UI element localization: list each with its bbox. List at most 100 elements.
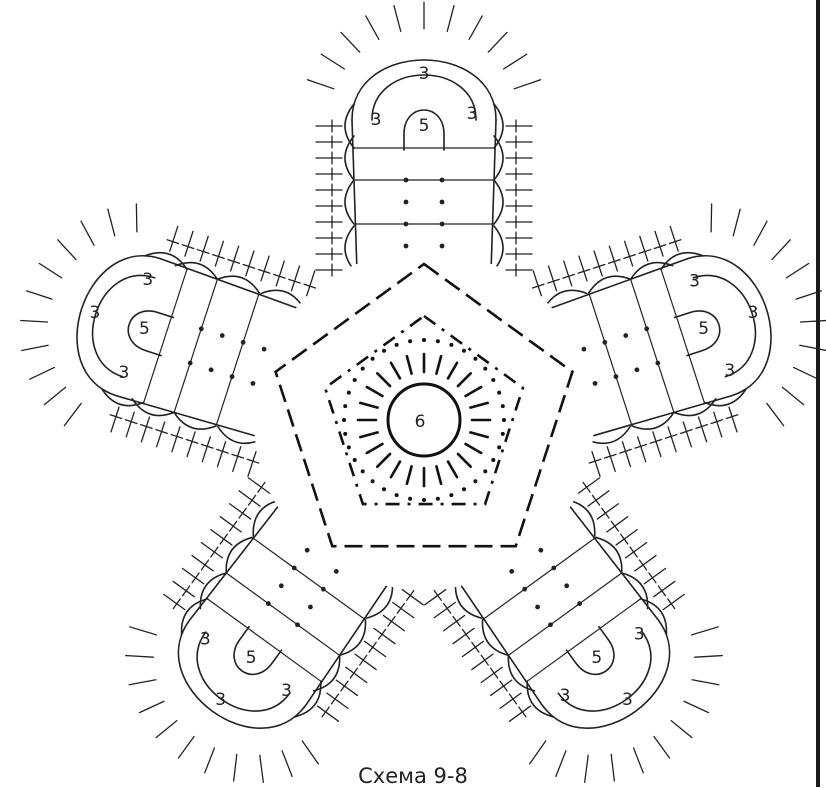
stitch-tick: [233, 447, 241, 472]
chain-dot: [198, 326, 204, 332]
chain-dot: [440, 178, 445, 183]
stitch-tick: [564, 261, 572, 286]
stitch-tick: [699, 417, 707, 442]
stitch-tick: [239, 508, 246, 518]
ring-dot: [502, 418, 506, 422]
loop-count-label: 3: [419, 64, 430, 84]
ring-dot: [462, 349, 466, 353]
chain-dot: [644, 326, 650, 332]
ring-dot: [353, 458, 357, 462]
stitch-tick: [668, 599, 675, 609]
chain-dot: [250, 380, 256, 386]
scallop-right: [494, 180, 503, 224]
stitch-tick: [703, 204, 720, 232]
chain-dot: [404, 244, 409, 249]
ring-dot: [436, 497, 440, 501]
stitch-tick: [504, 54, 527, 69]
scallop-left: [628, 257, 673, 279]
chain-dot: [404, 178, 409, 183]
chain-dot: [440, 200, 445, 205]
stitch-tick: [524, 741, 551, 764]
stitch-tick: [592, 495, 599, 505]
stitch-tick: [128, 204, 145, 232]
ring-dot: [361, 367, 365, 371]
stitch-tick: [434, 591, 441, 601]
diagram-caption: Схема 9-8: [0, 764, 826, 788]
stitch-tick: [101, 209, 122, 236]
center-core-layer: 6: [254, 250, 594, 590]
stitch-tick: [714, 412, 722, 437]
stitch-tick: [187, 432, 195, 457]
ring-dot: [436, 339, 440, 343]
ring-dot: [501, 432, 505, 436]
stitch-tick: [111, 407, 119, 432]
chain-dot: [404, 222, 409, 227]
stitch-tick: [331, 694, 338, 704]
stitch-tick: [654, 736, 670, 758]
chain-dot: [634, 367, 640, 373]
stitch-tick: [794, 361, 819, 385]
ring-dot: [371, 357, 375, 361]
ring-dot: [408, 339, 412, 343]
stitch-tick: [156, 717, 177, 742]
stitch-tick: [583, 482, 590, 492]
scallop-left: [99, 389, 144, 411]
ring-dot: [422, 338, 426, 342]
stitch-tick: [258, 482, 265, 492]
stitch-tick: [782, 383, 803, 410]
ring-dot: [353, 378, 357, 382]
chain-dot: [592, 380, 598, 386]
chain-dot: [333, 568, 340, 575]
chain-dot: [278, 582, 285, 589]
ring-dot: [343, 432, 347, 436]
stitch-tick: [248, 495, 255, 505]
stitch-tick: [44, 383, 65, 410]
ring-dot: [449, 343, 453, 347]
stitch-tick: [157, 422, 165, 447]
stitch-tick: [341, 32, 360, 52]
loop-count-label: 3: [215, 690, 226, 710]
ring-dot: [342, 418, 346, 422]
stitch-tick: [261, 256, 269, 281]
stitch-tick: [621, 534, 628, 544]
ring-dot: [501, 404, 505, 408]
stitch-tick: [609, 246, 617, 271]
tip-count-label: 5: [698, 319, 709, 339]
stitch-tick: [220, 534, 227, 544]
ring-dot: [395, 343, 399, 347]
stitch-tick: [668, 427, 676, 452]
stitch-tick: [64, 401, 81, 429]
stitch-tick: [350, 668, 357, 678]
stitch-tick: [321, 54, 344, 69]
stitch-tick: [126, 644, 154, 670]
stitch-tick: [200, 236, 208, 261]
row-line: [207, 599, 320, 681]
stitch-tick: [692, 619, 719, 642]
stitch-tick: [500, 681, 507, 691]
loop-count-label: 3: [622, 690, 633, 710]
ring-dot: [473, 479, 477, 483]
chain-dot: [534, 604, 541, 611]
ring-dot: [497, 445, 501, 449]
loop-count-label: 3: [689, 272, 700, 292]
ring-dot: [491, 458, 495, 462]
stitch-tick: [170, 226, 178, 251]
row-line: [589, 293, 632, 426]
stitch-tick: [126, 412, 134, 437]
ring-dot: [408, 497, 412, 501]
stitch-tick: [801, 314, 826, 328]
row-line: [216, 293, 259, 426]
stitch-tick: [192, 573, 199, 583]
chain-dot: [307, 604, 314, 611]
stitch-tick: [653, 432, 661, 457]
loop-count-label: 3: [748, 303, 759, 323]
ring-dot: [449, 493, 453, 497]
stitch-tick: [784, 263, 811, 277]
chain-dot: [655, 360, 661, 366]
ring-dot: [483, 367, 487, 371]
stitch-tick: [638, 437, 646, 462]
row-line: [527, 599, 640, 681]
ring-dot: [483, 469, 487, 473]
chain-dot: [404, 200, 409, 205]
